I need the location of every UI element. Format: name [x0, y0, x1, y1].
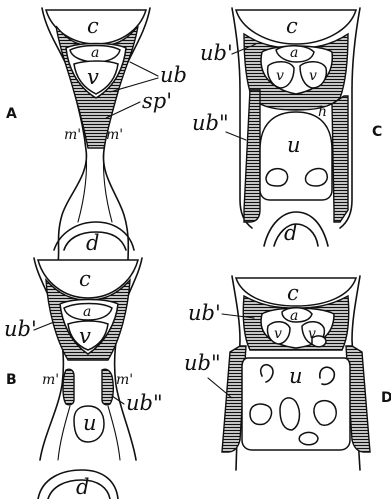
panel-c-label-v-right: v: [309, 68, 317, 84]
panel-d-label-v-left: v: [274, 326, 282, 342]
panel-d-label-ub1: ub': [188, 301, 221, 325]
panel-a-label-sp: sp': [142, 89, 172, 113]
panel-c-label-v-left: v: [276, 68, 284, 84]
panel-b-label-a: a: [83, 304, 91, 320]
panel-b-pointer-ub1: [34, 322, 54, 330]
panel-d-blob-4: [280, 398, 299, 430]
panel-b-label-v: v: [79, 324, 91, 348]
panel-a-stalk: [78, 150, 112, 222]
panel-d-letter: D: [381, 390, 391, 406]
panel-a-label-a: a: [91, 45, 99, 61]
panel-a-label-m-left: m': [64, 127, 81, 143]
panel-c: C c a v v ub' h ub" u d: [192, 8, 382, 246]
panel-c-letter: C: [372, 124, 382, 140]
panel-a-label-ub: ub: [160, 63, 187, 87]
panel-b-duct-right: [102, 369, 113, 405]
panel-c-duct-left: [244, 90, 260, 222]
panel-b-label-ub1: ub': [4, 317, 37, 341]
panel-a: A c a v ub sp' m' m' d: [6, 8, 187, 262]
panel-d-label-c: c: [287, 281, 299, 305]
panel-b-letter: B: [6, 372, 17, 388]
panel-a-letter: A: [6, 106, 17, 122]
panel-c-duct-right: [332, 96, 348, 222]
panel-c-label-d: d: [284, 221, 297, 245]
panel-d-label-v-right: v: [308, 326, 316, 342]
panel-d-blob-3: [250, 404, 271, 424]
panel-d-blob-6: [299, 432, 318, 444]
panel-b-label-d: d: [76, 475, 89, 499]
panel-a-label-m-right: m': [106, 127, 123, 143]
panel-b: B c a v ub' m' m' ub" u d: [4, 258, 163, 499]
panel-c-blob-left: [266, 169, 288, 186]
panel-c-label-c: c: [286, 14, 298, 38]
panel-d-label-ub2: ub": [184, 351, 221, 375]
panel-b-label-u: u: [83, 411, 97, 435]
panel-c-label-ub1: ub': [200, 41, 233, 65]
panel-c-label-a: a: [290, 45, 298, 61]
panel-b-label-m-right: m': [116, 372, 133, 388]
panel-c-label-u: u: [287, 133, 301, 157]
panel-a-label-v: v: [87, 65, 99, 89]
panel-a-label-d: d: [86, 231, 99, 255]
panel-d-label-a: a: [290, 308, 298, 324]
panel-c-label-ub2: ub": [192, 111, 229, 135]
panel-b-label-m-left: m': [42, 372, 59, 388]
panel-b-label-c: c: [79, 267, 91, 291]
panel-c-label-h: h: [318, 104, 327, 120]
panel-b-duct-left: [63, 369, 74, 405]
panel-d-blob-5: [314, 401, 336, 426]
panel-d-label-u: u: [289, 364, 303, 388]
panel-c-pointer-ub2: [226, 132, 246, 140]
panel-b-label-ub2: ub": [126, 391, 163, 415]
panel-d: D c a v v ub' ub" u: [184, 276, 391, 470]
panel-a-label-c: c: [87, 14, 99, 38]
